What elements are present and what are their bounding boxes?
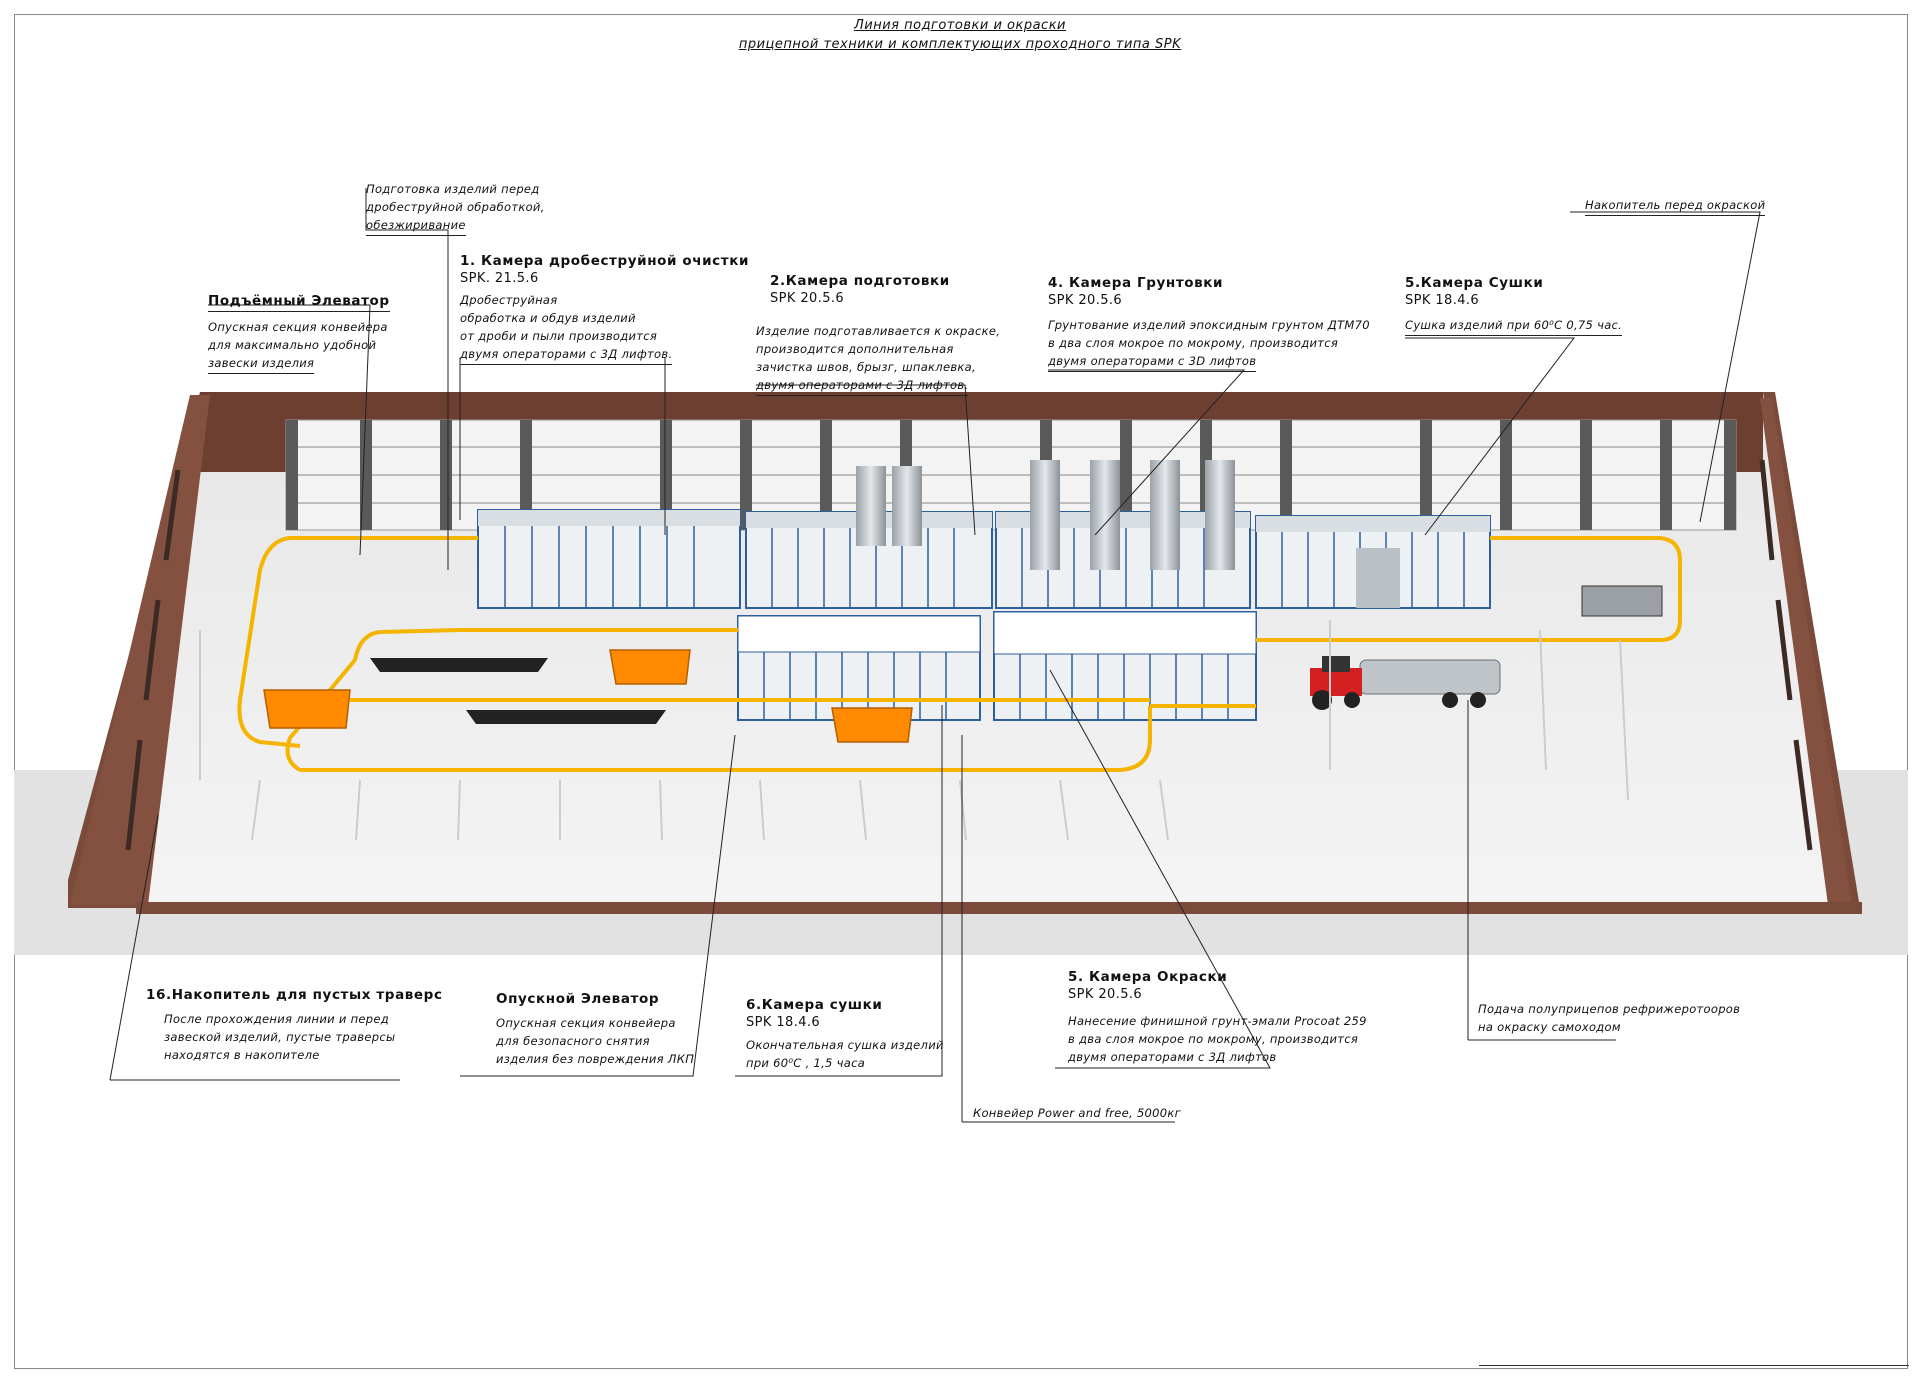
shot-blast-line2: обработка и обдув изделий [460,311,636,325]
dry-chamber-5-label: 5.Камера Сушки SPK 18.4.6 Сушка изделий … [1405,274,1623,336]
shot-blast-label: 1. Камера дробеструйной очистки SPK. 21.… [460,252,749,365]
primer-chamber-line3: двумя операторами с 3D лифтов [1048,352,1257,372]
lift-elevator-label: Подъёмный Элеватор Опускная секция конве… [208,292,390,374]
accumulator-before-paint-label: Накопитель перед окраской [1585,196,1766,216]
prep-note: Подготовка изделий перед дробеструйной о… [366,180,545,236]
empty-traverses [370,658,666,724]
paint-chamber-model: SPK 20.5.6 [1068,987,1143,1002]
lift-elevator-line2: для максимально удобной [208,338,377,352]
prep-note-line2: дробеструйной обработкой, [366,200,545,214]
prep-chamber-heading: 2.Камера подготовки [770,273,950,289]
trailer-supply-label: Подача полуприцепов рефрижеротооров на о… [1478,1000,1740,1036]
lowering-elevator-line2: для безопасного снятия [496,1034,650,1048]
trailer-supply-line1: Подача полуприцепов рефрижеротооров [1478,1002,1741,1016]
prep-booth [745,466,993,609]
shot-blast-booth [477,509,741,609]
conveyor-text: Конвейер Power and free, 5000кг [973,1106,1181,1120]
prep-chamber-desc: Изделие подготавливается к окраске, прои… [756,322,1000,396]
conveyor-label: Конвейер Power and free, 5000кг [973,1104,1181,1122]
leader-lines [109,188,1761,1123]
lowering-elevator-heading: Опускной Элеватор [496,991,660,1007]
shot-blast-line4: двумя операторами с 3Д лифтов. [460,345,673,365]
lowering-elevator-line3: изделия без повреждения ЛКП [496,1052,695,1066]
dry-chamber-5-model: SPK 18.4.6 [1405,293,1480,308]
shot-blast-heading: 1. Камера дробеструйной очистки [460,253,750,269]
empty-traverse-line3: находятся в накопителе [164,1048,320,1062]
dry-chamber-6-heading: 6.Камера сушки [746,997,883,1013]
prep-chamber-line1: Изделие подготавливается к окраске, [756,324,1001,338]
drawing-title-line1: Линия подготовки и окраски [853,18,1067,33]
prep-chamber-line4: двумя операторами с 3Д лифтов. [756,376,969,396]
paint-chamber-line1: Нанесение финишной грунт-эмали Procoat 2… [1068,1014,1367,1028]
shot-blast-model: SPK. 21.5.6 [460,271,539,286]
dry-chamber-6-line1: Окончательная сушка изделий [746,1038,944,1052]
empty-traverse-line2: завеской изделий, пустые траверсы [164,1030,396,1044]
empty-traverse-line1: После прохождения линии и перед [164,1012,390,1026]
lift-elevator-heading: Подъёмный Элеватор [208,292,390,312]
primer-chamber-model: SPK 20.5.6 [1048,293,1123,308]
prep-chamber-model: SPK 20.5.6 [770,291,845,306]
paint-chamber-label: 5. Камера Окраски SPK 20.5.6 Нанесение ф… [1068,968,1367,1066]
orange-baskets [263,649,913,743]
empty-traverse-heading: 16.Накопитель для пустых траверс [146,987,443,1003]
primer-chamber-heading: 4. Камера Грунтовки [1048,275,1224,291]
support-posts [199,620,1629,841]
front-wall-base [136,902,1862,914]
paint-chamber-line3: двумя операторами с 3Д лифтов [1068,1050,1277,1064]
drawing-frame [14,14,1908,1369]
shot-blast-line3: от дроби и пыли производится [460,329,658,343]
prep-note-line1: Подготовка изделий перед [366,182,540,196]
primer-chamber-line1: Грунтование изделий эпоксидным грунтом Д… [1048,318,1370,332]
shot-blast-line1: Дробеструйная [460,293,558,307]
left-wall-doors [125,469,181,851]
accumulator-bin [1581,585,1663,617]
paint-chamber-line2: в два слоя мокрое по мокрому, производит… [1068,1032,1359,1046]
lowering-elevator-label: Опускной Элеватор Опускная секция конвей… [496,990,694,1068]
dry-chamber-6-line2: при 60⁰С , 1,5 часа [746,1056,866,1070]
prep-chamber-line3: зачистка швов, брызг, шпаклевка, [756,360,976,374]
dry-chamber-5-heading: 5.Камера Сушки [1405,275,1544,291]
drawing-title-line2: прицепной техники и комплектующих проход… [738,37,1182,52]
dry-booth-5 [1255,515,1491,609]
lowering-elevator-line1: Опускная секция конвейера [496,1016,676,1030]
paint-chamber-heading: 5. Камера Окраски [1068,969,1228,985]
dry-chamber-5-line1: Сушка изделий при 60⁰С 0,75 час. [1405,316,1623,336]
dry-chamber-6-label: 6.Камера сушки SPK 18.4.6 Окончательная … [746,996,944,1072]
tractor-trailer [1310,656,1501,710]
dry-chamber-6-model: SPK 18.4.6 [746,1015,821,1030]
lift-elevator-line1: Опускная секция конвейера [208,320,388,334]
primer-chamber-label: 4. Камера Грунтовки SPK 20.5.6 Грунтован… [1048,274,1370,372]
primer-chamber-line2: в два слоя мокрое по мокрому, производит… [1048,336,1339,350]
paint-booth [993,611,1257,721]
title-block-edge [1479,1365,1909,1366]
prep-note-line3: обезжиривание [366,216,466,236]
lift-elevator-line3: завески изделия [208,354,315,374]
dry-booth-6 [737,615,981,721]
accumulator-before-paint-text: Накопитель перед окраской [1585,196,1766,216]
prep-chamber-label: 2.Камера подготовки SPK 20.5.6 [770,272,950,308]
prep-chamber-line2: производится дополнительная [756,342,954,356]
primer-booth [995,460,1251,609]
right-wall-doors [1759,459,1813,851]
trailer-supply-line2: на окраску самоходом [1478,1020,1621,1034]
empty-traverse-label: 16.Накопитель для пустых траверс После п… [146,986,443,1064]
